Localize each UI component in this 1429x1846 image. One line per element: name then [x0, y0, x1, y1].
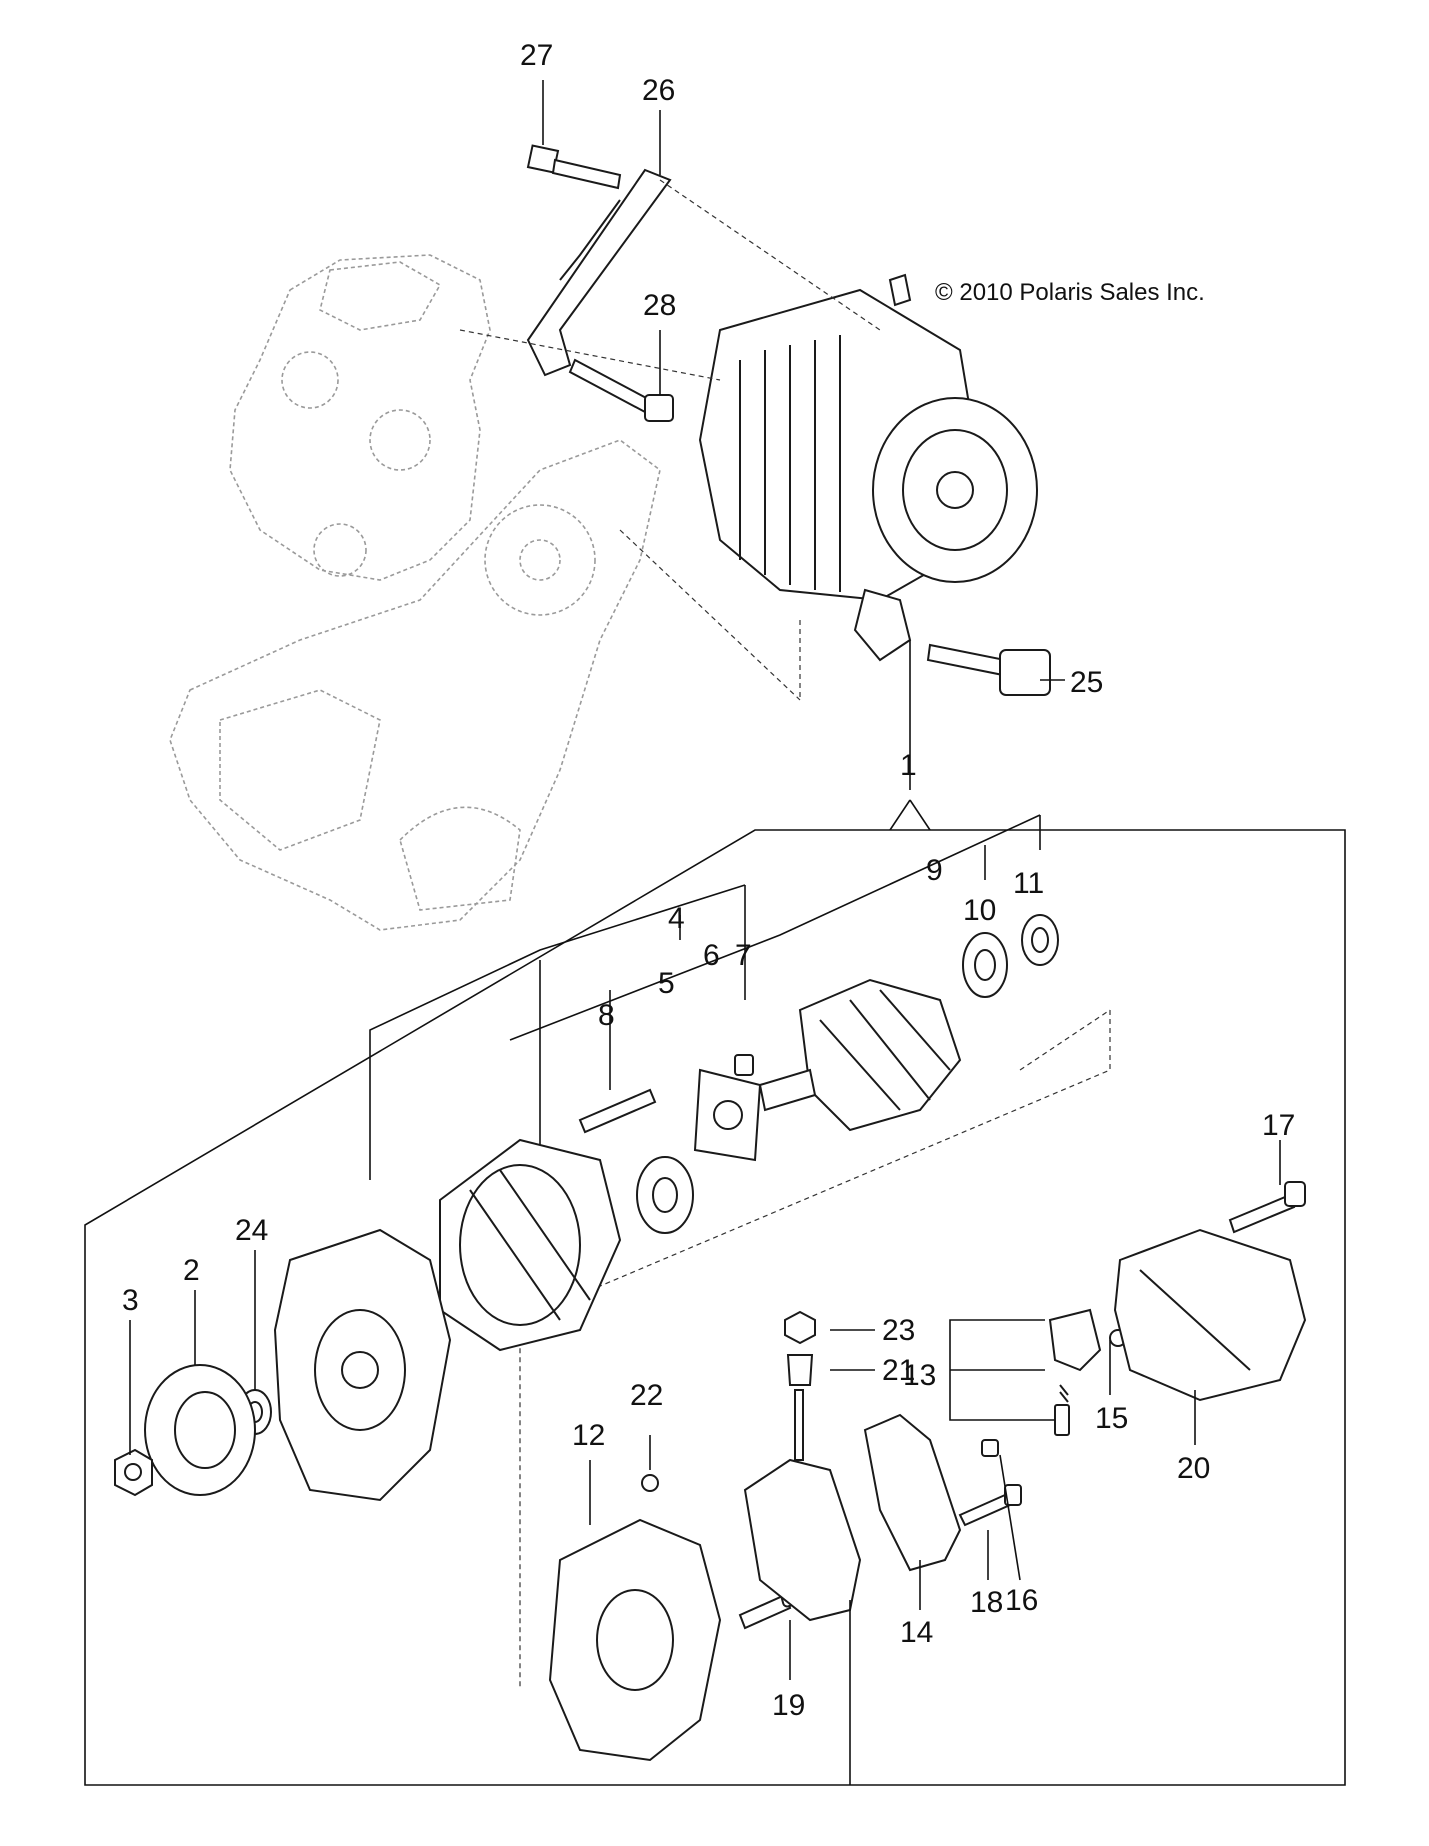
cover-bolt-17	[1228, 1181, 1306, 1234]
rectifier	[743, 1389, 862, 1622]
callout-5: 5	[658, 967, 675, 1000]
callout-8: 8	[598, 999, 615, 1032]
assembly-frame	[84, 829, 1346, 1786]
callout-3: 3	[122, 1284, 139, 1317]
callout-7: 7	[735, 939, 752, 972]
pulley-nut	[114, 1448, 153, 1497]
callout-25: 25	[1070, 666, 1103, 699]
spacer-11	[1021, 914, 1059, 966]
regulator	[863, 1413, 962, 1572]
rear-cover	[1113, 1228, 1307, 1402]
rotor	[758, 978, 962, 1132]
bearing-10	[962, 932, 1008, 998]
nut-23	[784, 1310, 816, 1345]
callout-24: 24	[235, 1214, 268, 1247]
mounting-bolt-28	[568, 358, 674, 422]
alternator-assembly	[698, 273, 1038, 662]
callout-28: 28	[643, 289, 676, 322]
screw-16	[981, 1439, 999, 1457]
callout-13: 13	[903, 1359, 936, 1392]
insulator-21	[786, 1354, 814, 1386]
callout-11: 11	[1013, 867, 1044, 900]
stud-bolt	[578, 1088, 657, 1134]
plate-screw	[734, 1054, 754, 1076]
callout-18: 18	[970, 1586, 1003, 1619]
callout-4: 4	[668, 902, 685, 935]
callout-21: 21	[882, 1354, 915, 1387]
bearing-5	[636, 1156, 694, 1234]
bracket-bolt-27	[526, 144, 622, 190]
stator	[439, 1138, 622, 1352]
callout-17: 17	[1262, 1109, 1295, 1142]
callout-2: 2	[183, 1254, 200, 1287]
brush-holder	[1048, 1308, 1102, 1436]
rear-housing	[548, 1518, 722, 1762]
pulley	[144, 1364, 256, 1496]
callout-19: 19	[772, 1689, 805, 1722]
engine-housing-ghost	[169, 254, 661, 931]
callout-14: 14	[900, 1616, 933, 1649]
alternator-bolt-25	[926, 643, 1051, 696]
callout-27: 27	[520, 39, 553, 72]
callout-15: 15	[1095, 1402, 1128, 1435]
callout-9: 9	[926, 854, 943, 887]
callout-6: 6	[703, 939, 720, 972]
front-housing	[273, 1228, 452, 1502]
callout-23: 23	[882, 1314, 915, 1347]
callout-1: 1	[900, 749, 917, 782]
callout-22: 22	[630, 1379, 663, 1412]
callout-12: 12	[572, 1419, 605, 1452]
callout-16: 16	[1005, 1584, 1038, 1617]
callout-20: 20	[1177, 1452, 1210, 1485]
adjust-bracket	[526, 168, 672, 377]
callout-10: 10	[963, 894, 996, 927]
screw-18	[958, 1484, 1022, 1527]
terminal-nut-22	[641, 1474, 659, 1492]
callout-26: 26	[642, 74, 675, 107]
copyright-notice: © 2010 Polaris Sales Inc.	[935, 279, 1205, 306]
retainer-plate	[693, 1068, 762, 1162]
